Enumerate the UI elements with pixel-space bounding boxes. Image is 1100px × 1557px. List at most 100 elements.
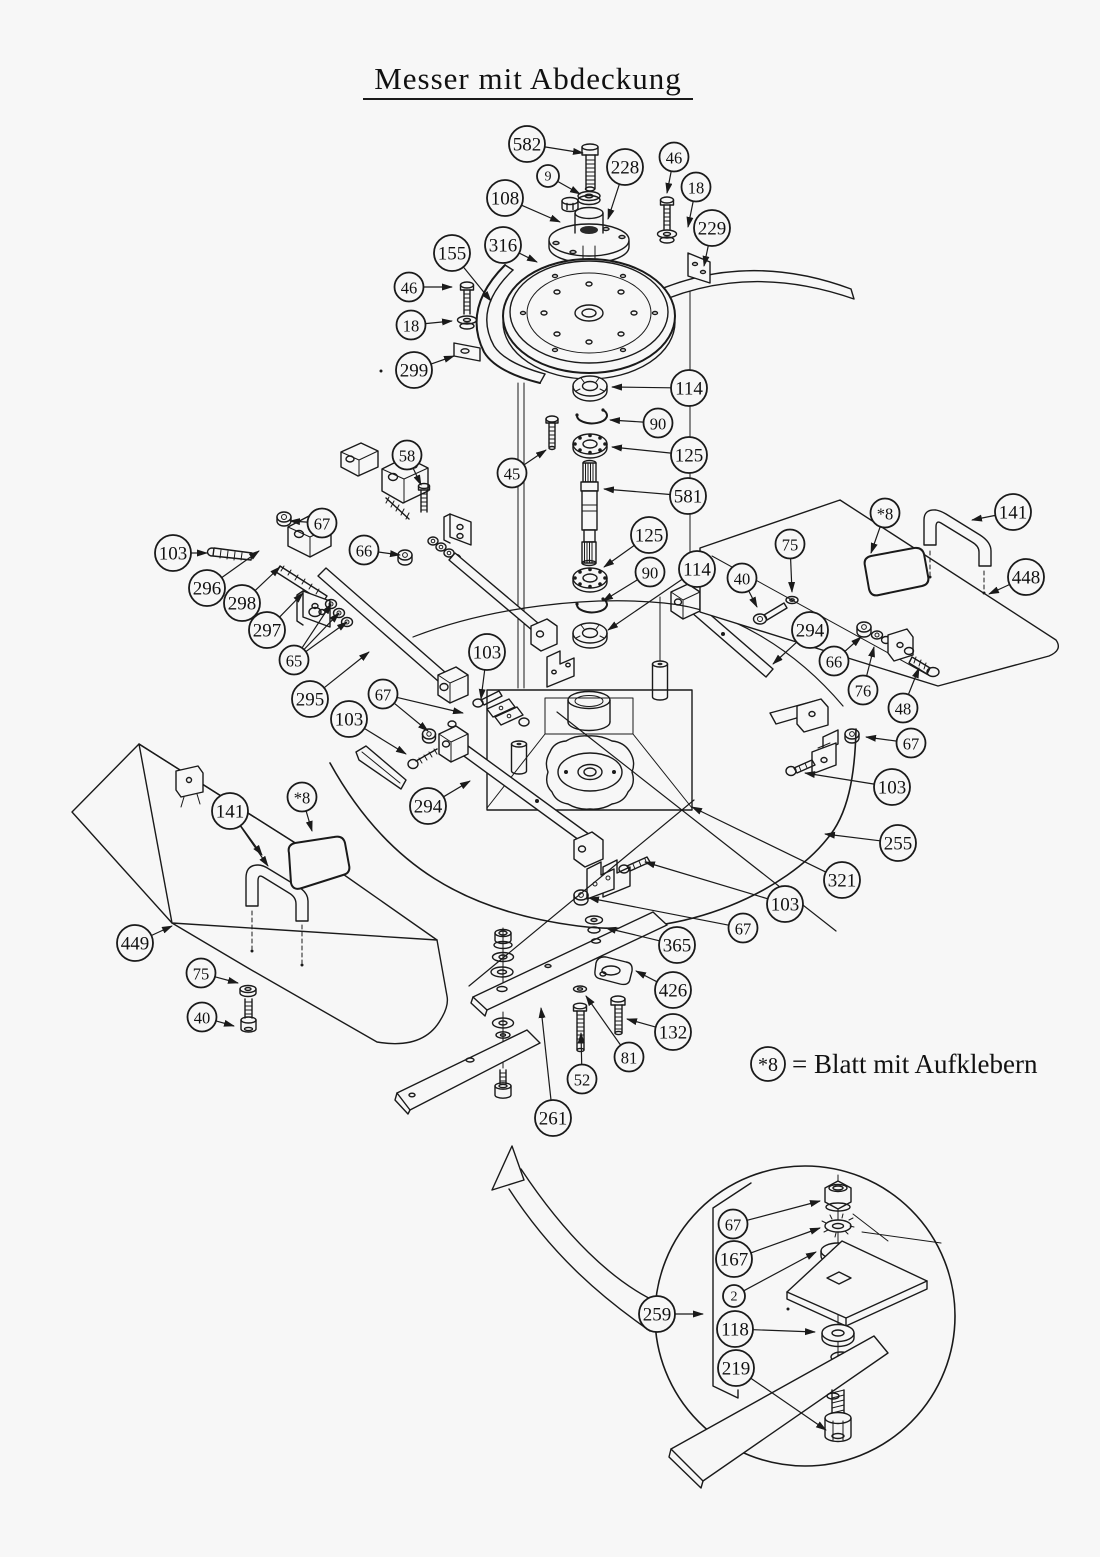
callout-295: 295 [291,651,370,718]
callout-leader [743,1251,817,1292]
legend-symbol: *8 [758,1054,778,1076]
callout-circle [395,351,433,389]
callout-circle [638,1295,676,1333]
callout-circle [669,477,707,515]
callout-circle [630,516,668,554]
callout-circle [726,562,758,594]
callout-leader [557,180,581,195]
callout-449: 449 [116,924,173,962]
callout-circle [634,556,666,588]
nut-108 [561,196,579,213]
callout-8: *8 [869,497,901,554]
callout-label: 45 [504,465,521,484]
callout-leader [844,636,862,652]
callout-9: 9 [536,164,581,195]
bearing-125-upper [572,433,608,459]
callout-label: 66 [826,653,843,672]
callout-circle [154,534,192,572]
callout-label: 90 [642,564,659,583]
callout-label: 103 [878,778,907,799]
callout-label: 67 [903,735,920,754]
callout-circle [508,125,546,163]
callout-219: 219 [717,1349,827,1431]
bolt-52 [572,1002,588,1053]
callout-label: 40 [194,1009,211,1028]
callout-circle [654,1013,692,1051]
snap-ring-90-lower [575,597,608,614]
callout-label: 40 [734,570,751,589]
callout-leader [378,550,401,558]
callout-circle [717,1349,755,1387]
callout-leader [605,926,660,942]
callout-leader [430,355,455,365]
callout-circle [670,436,708,474]
callout-67: 67 [367,678,464,732]
callout-103: 103 [804,768,911,806]
callout-316: 316 [484,226,538,264]
callout-circle [468,633,506,671]
callout-circle [680,171,712,203]
callout-label: 228 [611,158,640,179]
callout-leader [214,976,239,984]
callout-label: 581 [674,487,703,508]
legend-label: = Blatt mit Aufklebern [792,1049,1038,1079]
handle-141-left [245,864,309,967]
callout-label: 52 [574,1071,591,1090]
callout-48: 48 [887,667,920,724]
callout-leader [866,646,875,677]
callout-leader [538,1007,552,1101]
callout-label: 65 [286,652,303,671]
hardware-cluster-mid [421,690,530,744]
callout-circle [693,209,731,247]
callout-label: 2 [731,1290,738,1305]
callout-label: 18 [403,317,420,336]
callout-label: 67 [725,1216,742,1235]
callout-leader [607,183,620,220]
callout-leader [305,810,313,832]
bolt-46-left [459,281,475,315]
callout-296: 296 [188,550,260,607]
callout-125: 125 [611,436,708,474]
bolt-132 [610,995,626,1036]
callout-103: 103 [644,861,804,923]
callout-circle [670,369,708,407]
callout-circle [185,957,217,989]
callout-leader [305,621,348,653]
callout-leader [523,449,547,466]
callout-76: 76 [847,646,879,706]
callout-circle [536,164,560,188]
callout-155: 155 [433,234,492,302]
callout-label: 118 [721,1320,749,1341]
callout-leader [750,1377,827,1431]
callout-circle [186,1001,218,1033]
callout-label: 261 [539,1109,568,1130]
callout-65: 65 [278,603,348,676]
callout-leader [478,669,486,700]
callout-leader [772,641,798,665]
callout-circle [613,1041,645,1073]
callout-label: 114 [683,560,711,581]
callout-label: 9 [545,170,552,185]
cover-449 [71,743,449,1045]
callout-leader [239,825,269,867]
callout-108: 108 [486,179,561,223]
callout-circle [774,528,806,560]
handle-141-right [923,509,992,595]
callout-circle [496,457,528,489]
callout-leader [518,252,538,263]
callout-label: 125 [635,526,664,547]
bolt-40-right [752,595,799,625]
callout-leader [443,780,471,798]
callout-255: 255 [824,824,917,862]
callout-582: 582 [508,125,584,163]
callout-circle [879,824,917,862]
callout-66: 66 [818,636,862,677]
stray-dot [379,369,383,373]
callout-90: 90 [602,556,666,602]
callout-leader [301,603,332,649]
callout-label: 449 [121,934,150,955]
callout-circle [348,534,380,566]
callout-8: *8 [286,781,318,832]
callout-leader [750,1227,821,1254]
